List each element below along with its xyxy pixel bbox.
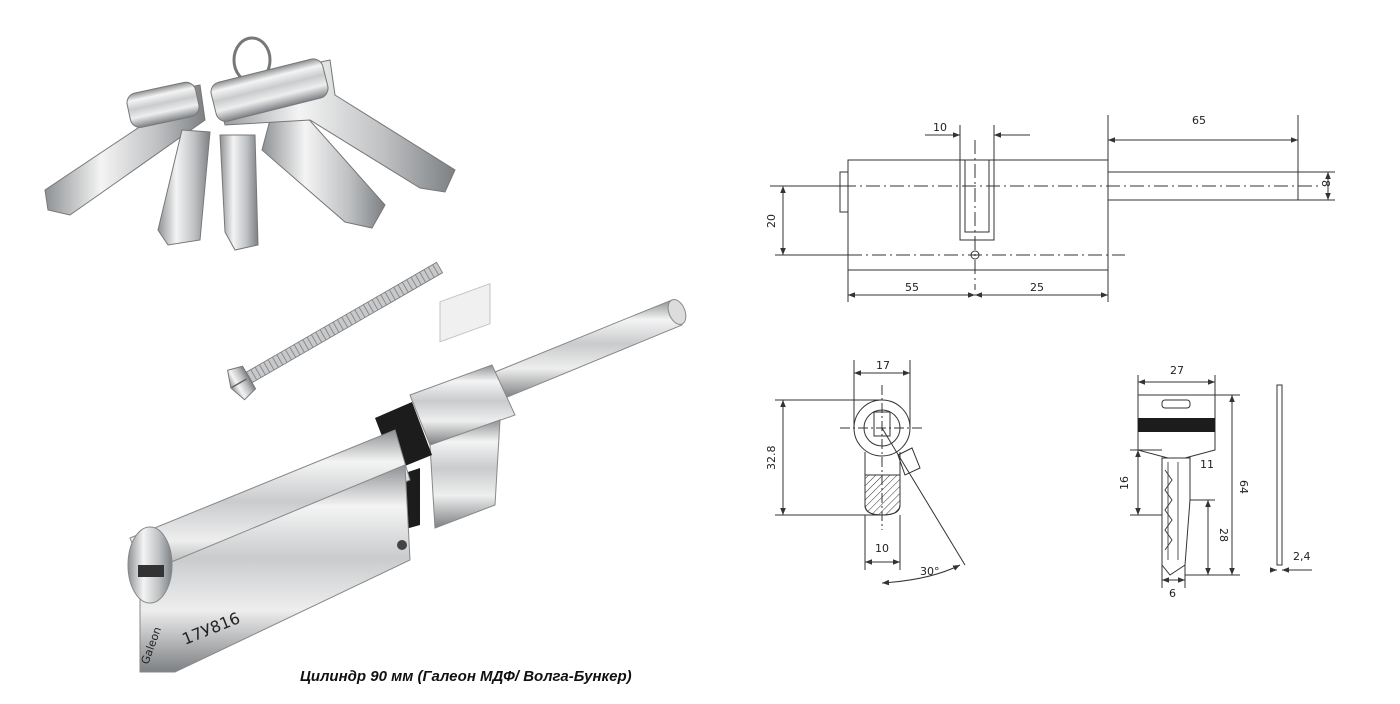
cylinder-end-cap — [839, 171, 849, 213]
key-2 — [157, 129, 211, 246]
side-view-dimensions: 10 65 8 20 55 25 — [765, 114, 1332, 294]
dim-profile-height: 32.8 — [765, 446, 778, 471]
cylinder-right-body — [409, 282, 516, 529]
key-5 — [210, 58, 456, 193]
key-ring-hole — [1161, 399, 1191, 409]
dim-key-tip: 6 — [1169, 587, 1176, 600]
key-thickness-outline — [1276, 384, 1283, 566]
dim-profile-width: 17 — [876, 359, 890, 372]
dim-profile-bottom: 10 — [875, 542, 889, 555]
dim-left: 55 — [905, 281, 919, 294]
dim-upper-blade: 16 — [1118, 476, 1131, 490]
dim-height: 20 — [765, 214, 778, 228]
keyway-slot — [138, 565, 164, 577]
dim-angle: 30° — [920, 565, 940, 578]
dim-right: 25 — [1030, 281, 1044, 294]
dim-blade-width: 11 — [1200, 458, 1214, 471]
dim-lower-blade: 28 — [1217, 528, 1230, 542]
dim-key-length: 64 — [1237, 480, 1250, 494]
dim-top-slot: 10 — [933, 121, 947, 134]
cylinder-outline — [847, 159, 1109, 271]
key-view-drawing — [1130, 375, 1312, 588]
profile-view-dimensions: 17 32.8 10 30° — [765, 359, 940, 578]
screw-hole — [397, 540, 407, 550]
extension-rod — [494, 299, 687, 399]
key-black-band — [1138, 418, 1215, 432]
key-blade-outline — [1161, 457, 1191, 576]
dim-key-thickness: 2,4 — [1293, 550, 1311, 563]
side-view-drawing — [770, 115, 1335, 302]
key-1 — [44, 81, 206, 216]
dim-key-head-width: 27 — [1170, 364, 1184, 377]
profile-cam — [897, 447, 921, 476]
keys-bundle-image — [44, 36, 456, 251]
key-3 — [219, 134, 259, 251]
key-view-dimensions: 27 64 16 11 28 6 2,4 — [1118, 364, 1311, 600]
mounting-screw-image — [227, 261, 444, 401]
product-caption: Цилиндр 90 мм (Галеон МДФ/ Волга-Бункер) — [300, 668, 632, 685]
profile-view-drawing — [775, 360, 966, 586]
cylinder-lock-image: 17У816 Galeon — [127, 282, 687, 673]
cylinder-main-body — [127, 429, 411, 673]
dim-rod-length: 65 — [1192, 114, 1206, 127]
dim-rod-diameter: 8 — [1319, 180, 1332, 187]
